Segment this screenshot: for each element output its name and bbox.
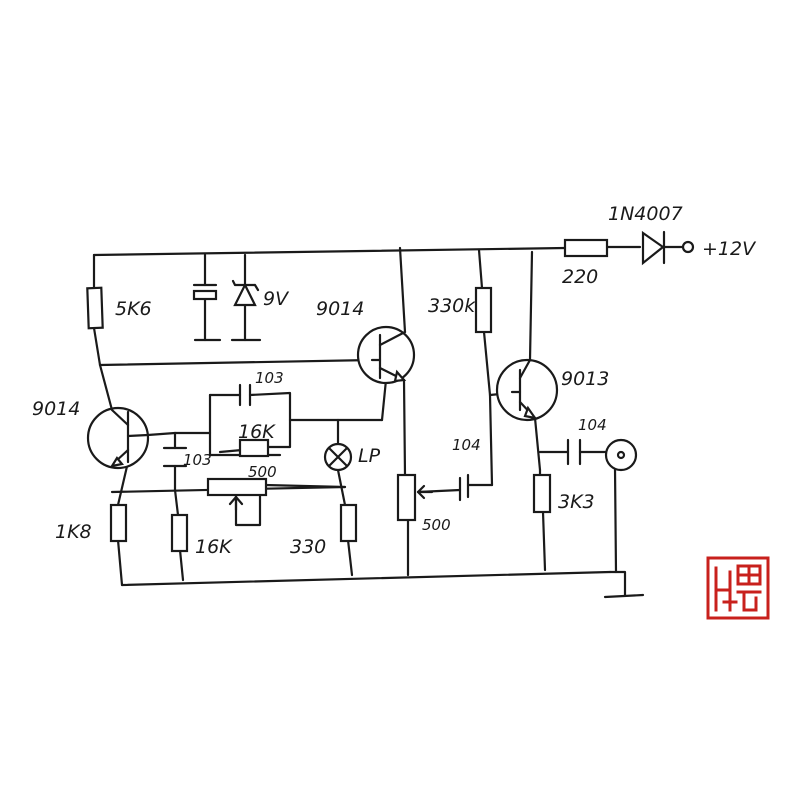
diode-1n4007 (641, 230, 695, 266)
label-lamp: LP (358, 445, 381, 467)
label-330: 330 (290, 536, 326, 558)
resistor-16k-feedback (238, 438, 270, 458)
pot-500-mid-wiper (416, 484, 434, 500)
label-500-mid: 500 (422, 516, 451, 534)
capacitor-103-left (162, 446, 188, 468)
label-103-left: 103 (183, 451, 212, 469)
red-seal-stamp (706, 556, 770, 620)
transistor-q3 (495, 358, 559, 422)
resistor-330 (339, 503, 358, 543)
label-1k8: 1K8 (55, 521, 92, 543)
potentiometers (206, 473, 434, 522)
label-5k6: 5K6 (115, 298, 152, 320)
wires (92, 245, 645, 599)
pot-500-mid (396, 473, 417, 522)
label-zener-9v: 9V (263, 288, 290, 310)
pot-500-left (206, 477, 268, 497)
capacitor-filter (192, 283, 218, 301)
label-3k3: 3K3 (558, 491, 595, 513)
output-jack (604, 438, 638, 472)
labels: 5K6 9V 9014 9014 330k 9013 220 1N4007 +1… (32, 203, 757, 558)
label-104-out: 104 (578, 416, 607, 434)
lamp-lp (323, 442, 353, 472)
resistor-5k6 (86, 286, 104, 330)
pot-500-left-wiper (228, 495, 244, 512)
label-supply: +12V (702, 238, 757, 260)
capacitor-104-out (566, 438, 582, 466)
resistor-16k-bottom (170, 513, 189, 553)
label-104-mid: 104 (452, 436, 481, 454)
capacitors (162, 283, 582, 502)
label-16k-bottom: 16K (195, 536, 233, 558)
label-q1: 9014 (32, 398, 80, 420)
label-16k-feedback: 16K (238, 421, 276, 443)
label-220: 220 (562, 266, 598, 288)
capacitor-104-mid (458, 473, 470, 502)
transistor-q2 (356, 325, 416, 385)
capacitor-103-top (238, 383, 252, 407)
label-q2: 9014 (316, 298, 364, 320)
label-diode: 1N4007 (608, 203, 683, 225)
transistor-q1 (86, 406, 150, 470)
label-330k: 330k (428, 295, 476, 317)
label-500-left: 500 (248, 463, 277, 481)
label-103-top: 103 (255, 369, 284, 387)
resistor-3k3 (532, 473, 552, 514)
resistor-330k (474, 286, 493, 334)
label-q3: 9013 (561, 368, 609, 390)
resistor-220 (563, 238, 609, 258)
resistor-1k8 (109, 503, 128, 543)
resistors (86, 238, 609, 553)
zener-diode (231, 279, 260, 307)
